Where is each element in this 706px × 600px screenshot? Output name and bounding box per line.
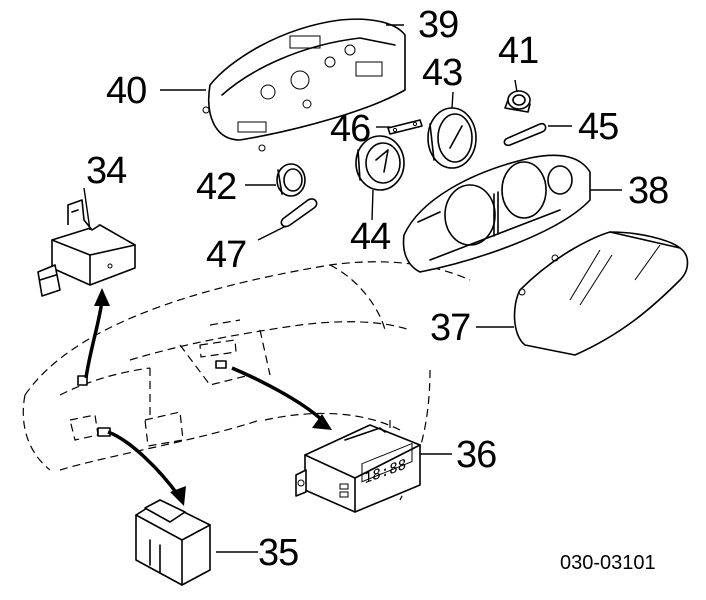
callout-40: 40: [106, 70, 147, 112]
dash-clock-mark: [215, 360, 227, 369]
part-45-bulb: [503, 122, 547, 147]
callout-45: 45: [578, 106, 619, 148]
part-44-speedometer: [355, 135, 405, 191]
part-42-gauge: [276, 163, 306, 197]
callout-41: 41: [498, 30, 539, 72]
callout-47: 47: [206, 234, 247, 276]
part-43-tachometer: [427, 107, 477, 169]
part-41-socket: [504, 90, 531, 113]
callout-42: 42: [196, 166, 237, 208]
callout-36: 36: [456, 434, 497, 476]
dash-switch-mark: [77, 375, 88, 386]
part-40-cover: [202, 18, 406, 152]
callout-46: 46: [330, 108, 371, 150]
callout-38: 38: [628, 170, 669, 212]
callout-39: 39: [418, 4, 459, 46]
part-36-clock: [295, 424, 421, 513]
part-46-plate: [387, 119, 423, 135]
callout-37: 37: [430, 307, 471, 349]
arrow-to-36: [231, 366, 332, 430]
callout-34: 34: [86, 150, 127, 192]
callout-43: 43: [422, 52, 463, 94]
part-47-bulb: [280, 198, 318, 228]
diagram-code: 030-03101: [560, 552, 656, 574]
arrow-to-35: [107, 430, 186, 506]
callout-44: 44: [350, 216, 391, 258]
callout-35: 35: [258, 532, 299, 574]
arrow-to-34: [84, 288, 110, 379]
part-37-glass: [513, 231, 689, 356]
leader-lines: [83, 24, 622, 553]
part-35-switch: [135, 499, 211, 586]
part-34-unit: [37, 199, 136, 297]
part-38-housing: [402, 154, 591, 273]
